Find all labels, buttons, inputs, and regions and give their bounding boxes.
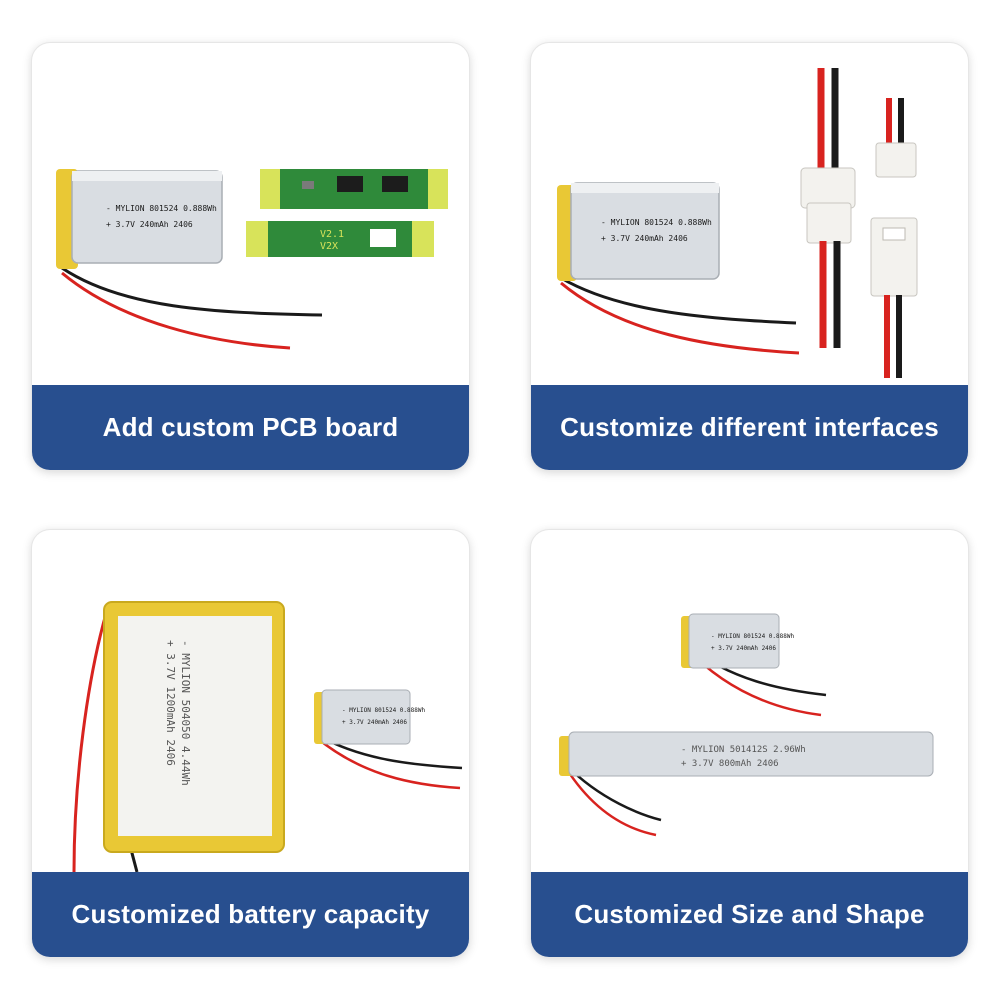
pcb-label: V2.1 (320, 229, 344, 240)
small-battery-line1: - MYLION 801524 0.888Wh (106, 204, 217, 213)
small-battery-line2: + 3.7V 240mAh 2406 (711, 645, 776, 652)
card-caption: Add custom PCB board (32, 385, 469, 470)
pcb-label-2: V2X (320, 241, 338, 252)
card-custom-interfaces: - MYLION 801524 0.888Wh + 3.7V 240mAh 24… (531, 43, 968, 470)
pcb-board-top (260, 169, 448, 209)
large-battery-line1: - MYLION 504050 4.44Wh (179, 640, 192, 786)
pcb-board-bottom: V2.1 V2X (246, 221, 434, 257)
connector-large (800, 68, 856, 348)
pcb-battery-image: - MYLION 801524 0.888Wh + 3.7V 240mAh 24… (56, 169, 448, 350)
capacity-battery-image: - MYLION 504050 4.44Wh + 3.7V 1200mAh 24… (72, 601, 463, 872)
interfaces-battery-image: - MYLION 801524 0.888Wh + 3.7V 240mAh 24… (557, 68, 918, 378)
card-caption: Customized battery capacity (32, 872, 469, 957)
card-custom-size-shape: - MYLION 801524 0.888Wh + 3.7V 240mAh 24… (531, 530, 968, 957)
long-battery-body (568, 731, 934, 777)
card-custom-capacity: - MYLION 504050 4.44Wh + 3.7V 1200mAh 24… (32, 530, 469, 957)
small-battery-line1: - MYLION 801524 0.888Wh (342, 707, 425, 714)
card-caption: Customize different interfaces (531, 385, 968, 470)
long-battery-line2: + 3.7V 800mAh 2406 (681, 759, 779, 769)
size-shape-battery-image: - MYLION 801524 0.888Wh + 3.7V 240mAh 24… (559, 613, 934, 837)
small-battery-body (71, 170, 223, 264)
small-battery-body (570, 182, 720, 280)
card-caption: Customized Size and Shape (531, 872, 968, 957)
small-battery-line2: + 3.7V 240mAh 2406 (106, 220, 193, 229)
large-battery: - MYLION 504050 4.44Wh + 3.7V 1200mAh 24… (103, 601, 285, 853)
large-battery-line2: + 3.7V 1200mAh 2406 (164, 640, 177, 766)
small-battery-line1: - MYLION 801524 0.888Wh (711, 633, 794, 640)
small-battery-body (321, 689, 411, 745)
small-battery-body (688, 613, 780, 669)
connector-small (870, 98, 918, 378)
small-battery-line2: + 3.7V 240mAh 2406 (601, 234, 688, 243)
small-battery-line1: - MYLION 801524 0.888Wh (601, 218, 712, 227)
long-battery-line1: - MYLION 501412S 2.96Wh (681, 745, 806, 755)
card-custom-pcb: - MYLION 801524 0.888Wh + 3.7V 240mAh 24… (32, 43, 469, 470)
small-battery-line2: + 3.7V 240mAh 2406 (342, 719, 407, 726)
